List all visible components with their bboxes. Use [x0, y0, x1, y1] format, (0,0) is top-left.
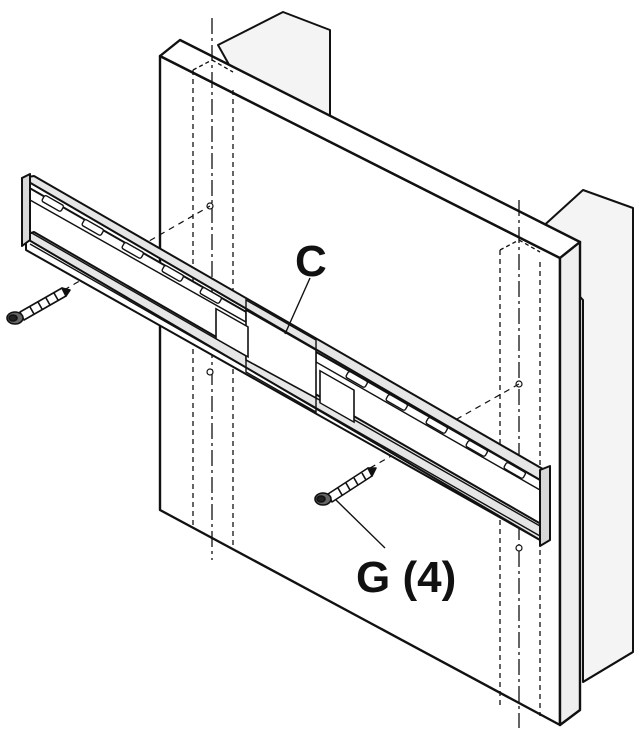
screws-label: G (4) — [356, 553, 456, 602]
slot — [81, 218, 105, 236]
wall-right-edge — [558, 240, 582, 727]
lag-screw-lower — [314, 467, 377, 506]
slot — [345, 370, 369, 388]
slot — [161, 264, 185, 282]
bracket-slots — [41, 194, 527, 479]
slot — [199, 286, 223, 304]
pilot-hole-lower-right — [515, 544, 523, 552]
bracket-cutout-left — [215, 307, 249, 359]
bracket-leader-line — [284, 277, 311, 335]
bracket-left-flange — [21, 173, 31, 247]
slot — [425, 416, 449, 434]
bracket-cutout-right — [319, 369, 355, 424]
pilot-hole-upper-right — [515, 380, 523, 388]
callout-leaders — [284, 277, 386, 549]
slot — [41, 194, 65, 212]
slot — [385, 393, 409, 411]
slot — [465, 439, 489, 457]
right-stud — [527, 189, 634, 683]
bracket-right-flange — [539, 465, 551, 547]
pilot-hole-lower-left — [206, 368, 214, 376]
screw-leader-line — [335, 499, 386, 549]
bracket-label: C — [295, 237, 327, 286]
slot — [503, 461, 527, 479]
slot — [121, 241, 145, 259]
bracket-center-section — [215, 307, 355, 424]
lag-screw-upper — [6, 287, 71, 325]
